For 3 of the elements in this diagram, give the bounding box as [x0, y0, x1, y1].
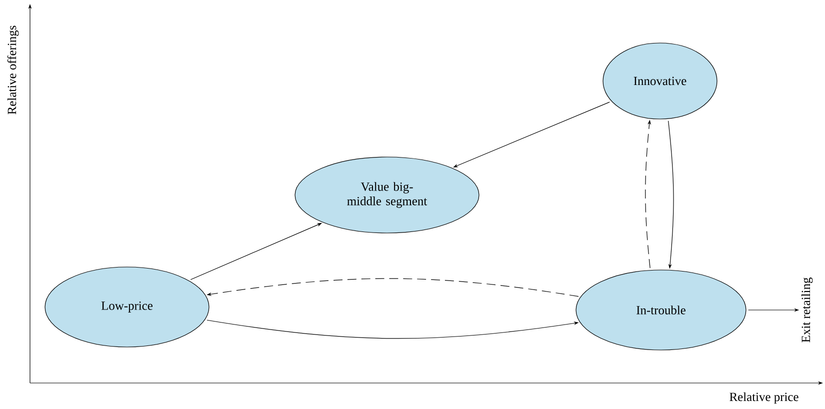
axis-label: Relative price	[730, 392, 798, 404]
axis-label: Relative offerings	[7, 26, 19, 114]
node-text: Exit retailing	[801, 278, 813, 342]
